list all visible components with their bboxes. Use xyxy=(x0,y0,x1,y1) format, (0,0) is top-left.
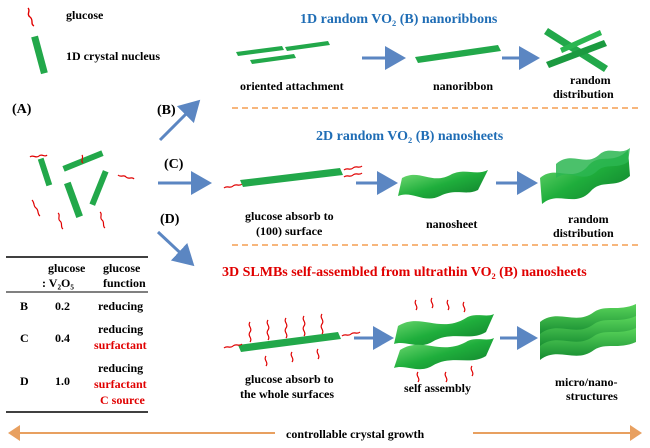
table-row-c-fn-2: surfactant xyxy=(94,338,147,352)
branch-arrow-b xyxy=(158,99,201,142)
table-header-col2-line1: glucose xyxy=(103,261,141,275)
step-random-2: distribution xyxy=(553,87,614,101)
branch-arrow-d xyxy=(156,230,195,267)
oriented-attachment-ribbons xyxy=(236,41,330,64)
step-random-1: random xyxy=(570,73,611,87)
step-random-c-2: distribution xyxy=(553,226,614,240)
crystal-nucleus-legend-icon xyxy=(31,35,48,75)
step-glucose-100-2: (100) surface xyxy=(256,224,323,238)
legend-nucleus-label: 1D crystal nucleus xyxy=(66,49,160,63)
row-c-title: 2D random VO₂ (B) nanosheets xyxy=(316,129,504,144)
table-row-b-fn-1: reducing xyxy=(98,299,143,313)
row-b: 1D random VO₂ (B) nanoribbons oriented a… xyxy=(236,12,614,101)
legend: glucose 1D crystal nucleus xyxy=(27,7,160,75)
step-micro-nano-1: micro/nano- xyxy=(555,375,617,389)
table-row-c-id: C xyxy=(20,331,29,345)
panel-label-d: (D) xyxy=(160,212,180,227)
table-row-b-id: B xyxy=(20,299,28,313)
step-glucose-all-2: the whole surfaces xyxy=(240,387,334,401)
random-nanosheets xyxy=(540,148,630,204)
step-oriented-attachment: oriented attachment xyxy=(240,79,344,93)
table-row-c-ratio: 0.4 xyxy=(55,331,70,345)
table-header-col2-line2: function xyxy=(103,276,146,290)
table-row-d-fn-1: reducing xyxy=(98,361,143,375)
nuclei-cluster xyxy=(29,150,135,230)
nanosheet xyxy=(398,170,488,199)
glucose-ratio-table: glucose : V₂O₅ glucose function B 0.2 re… xyxy=(6,256,148,413)
self-assembly-sheets xyxy=(394,297,494,383)
nanoribbon xyxy=(415,45,501,63)
panel-label-b: (B) xyxy=(157,103,176,118)
row-c: 2D random VO₂ (B) nanosheets glucose abs… xyxy=(223,129,630,240)
legend-glucose-label: glucose xyxy=(66,8,104,22)
table-row-c-fn-1: reducing xyxy=(98,322,143,336)
step-random-c-1: random xyxy=(568,212,609,226)
table-row-d-fn-2: surfactant xyxy=(94,377,147,391)
table-row-d-id: D xyxy=(20,374,29,388)
row-d: 3D SLMBs self-assembled from ultrathin V… xyxy=(222,265,636,403)
step-glucose-100-1: glucose absorb to xyxy=(245,209,334,223)
row-d-title: 3D SLMBs self-assembled from ultrathin V… xyxy=(222,265,587,280)
row-b-title: 1D random VO₂ (B) nanoribbons xyxy=(300,12,498,27)
table-header-col1-line2: : V₂O₅ xyxy=(42,276,74,290)
table-header-col1-line1: glucose xyxy=(48,261,86,275)
controllable-growth-label: controllable crystal growth xyxy=(286,427,425,441)
random-ribbons xyxy=(544,28,608,72)
step-micro-nano-2: structures xyxy=(566,389,618,403)
step-nanoribbon: nanoribbon xyxy=(433,79,493,93)
step-self-assembly: self assembly xyxy=(404,381,471,395)
panel-label-c: (C) xyxy=(164,157,184,172)
step-glucose-all-1: glucose absorb to xyxy=(245,372,334,386)
crystal-with-glucose-all xyxy=(223,313,361,367)
panel-label-a: (A) xyxy=(12,102,32,117)
crystal-with-glucose-100 xyxy=(240,168,343,187)
glucose-legend-icon xyxy=(27,7,35,27)
controllable-growth-arrow: controllable crystal growth xyxy=(8,424,642,442)
table-row-b-ratio: 0.2 xyxy=(55,299,70,313)
step-nanosheet: nanosheet xyxy=(426,217,477,231)
micro-nano-structure xyxy=(540,304,636,360)
table-row-d-ratio: 1.0 xyxy=(55,374,70,388)
table-row-d-fn-3: C source xyxy=(100,393,145,407)
